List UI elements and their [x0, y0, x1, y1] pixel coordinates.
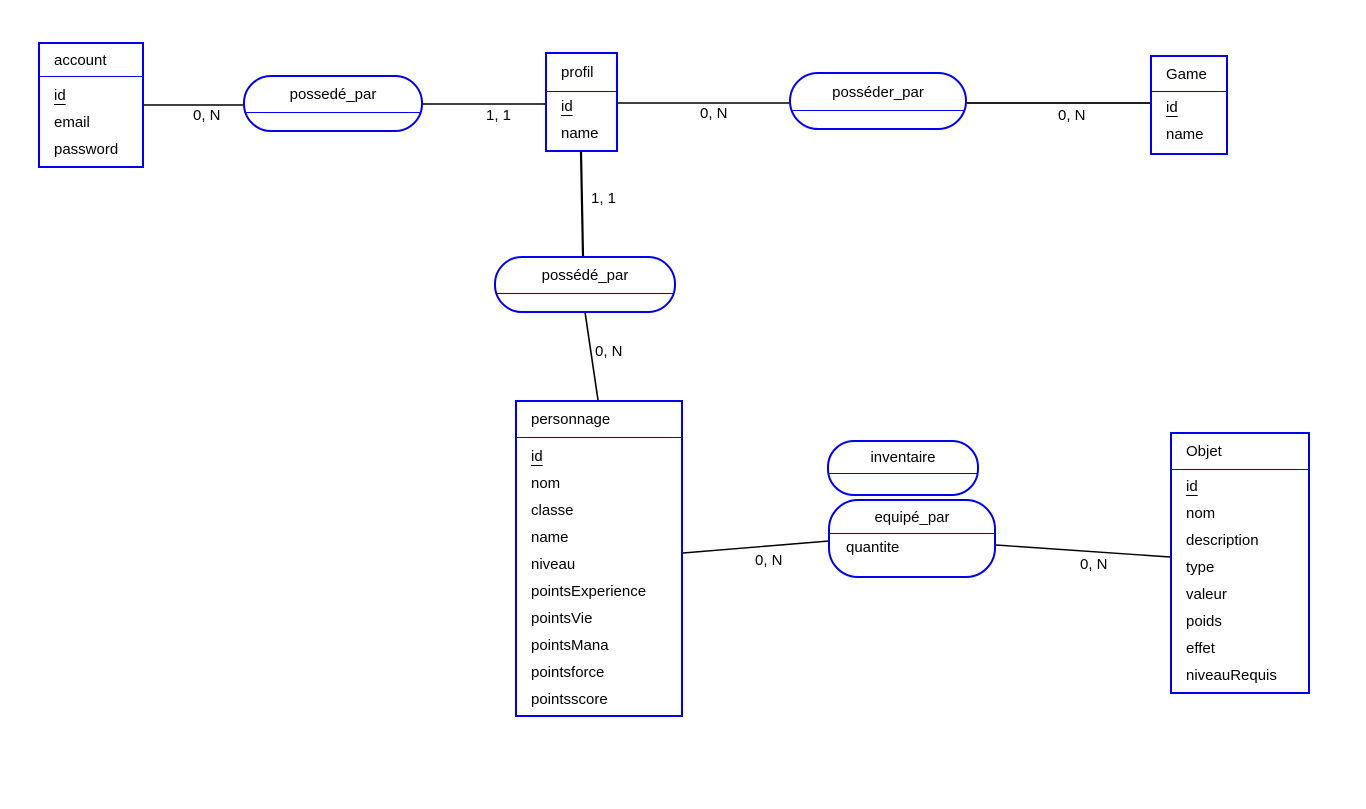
relation-possede-par-2: possédé_par: [494, 256, 676, 313]
relation-body-equipe-par: quantite: [830, 533, 994, 576]
connector-possede-par-2-personnage: [584, 311, 599, 401]
entity-title-personnage: personnage: [517, 402, 681, 438]
attribute-personnage-classe: classe: [531, 502, 574, 519]
relation-body-inventaire: [829, 473, 977, 494]
relation-attribute-quantite: quantite: [846, 539, 900, 556]
attribute-personnage-pointsvie: pointsVie: [531, 610, 593, 627]
relation-inventaire: inventaire: [827, 440, 979, 496]
attribute-profil-name: name: [561, 125, 599, 142]
attribute-personnage-id: id: [531, 448, 543, 465]
attribute-objet-effet: effet: [1186, 640, 1215, 657]
entity-title-profil: profil: [547, 54, 616, 92]
cardinality-profil-posseder-par: 0, N: [700, 105, 728, 122]
entity-title-game: Game: [1152, 57, 1226, 92]
entity-attributes-account: id email password: [40, 77, 142, 163]
attribute-objet-type: type: [1186, 559, 1215, 576]
entity-attributes-game: id name: [1152, 92, 1226, 148]
relation-title-possede-par-1: possedé_par: [289, 86, 377, 103]
connector-personnage-equipe-par: [682, 540, 830, 554]
cardinality-profil-possede-par-2: 1, 1: [591, 190, 617, 207]
attribute-objet-niveaurequis: niveauRequis: [1186, 667, 1277, 684]
attribute-personnage-pointsscore: pointsscore: [531, 691, 608, 708]
relation-posseder-par: posséder_par: [789, 72, 967, 130]
attribute-personnage-pointsexperience: pointsExperience: [531, 583, 647, 600]
cardinality-account-possede-par: 0, N: [193, 107, 221, 124]
attribute-personnage-nom: nom: [531, 475, 561, 492]
cardinality-equipe-par-objet: 0, N: [1080, 556, 1108, 573]
attribute-account-email: email: [54, 114, 90, 131]
relation-title-equipe-par: equipé_par: [874, 508, 950, 526]
relation-possede-par-1: possedé_par: [243, 75, 423, 132]
entity-title-objet: Objet: [1172, 434, 1308, 470]
attribute-account-password: password: [54, 141, 119, 158]
entity-personnage: personnage id nom classe name niveau poi…: [515, 400, 683, 717]
attribute-objet-valeur: valeur: [1186, 586, 1227, 603]
entity-attributes-objet: id nom description type valeur poids eff…: [1172, 470, 1308, 689]
attribute-objet-id: id: [1186, 478, 1198, 495]
attribute-game-name: name: [1166, 126, 1204, 143]
attribute-objet-nom: nom: [1186, 505, 1216, 522]
entity-attributes-personnage: id nom classe name niveau pointsExperien…: [517, 438, 681, 713]
attribute-profil-id: id: [561, 98, 573, 115]
relation-equipe-par: equipé_par quantite: [828, 499, 996, 578]
connector-equipe-par-objet: [995, 544, 1171, 558]
attribute-objet-poids: poids: [1186, 613, 1222, 630]
cardinality-possede-par-profil: 1, 1: [486, 107, 512, 124]
relation-title-posseder-par: posséder_par: [832, 83, 924, 101]
relation-body-possede-par-2: [496, 293, 674, 311]
entity-profil: profil id name: [545, 52, 618, 152]
cardinality-posseder-par-game: 0, N: [1058, 107, 1086, 124]
relation-body-posseder-par: [791, 110, 965, 128]
relation-title-inventaire: inventaire: [870, 449, 936, 466]
cardinality-personnage-equipe-par: 0, N: [755, 552, 783, 569]
attribute-personnage-pointsmana: pointsMana: [531, 637, 609, 654]
connector-profil-possede-par-2: [579, 151, 585, 257]
attribute-game-id: id: [1166, 99, 1178, 116]
cardinality-possede-par-2-personnage: 0, N: [595, 343, 623, 360]
entity-attributes-profil: id name: [547, 92, 616, 147]
entity-objet: Objet id nom description type valeur poi…: [1170, 432, 1310, 694]
attribute-personnage-niveau: niveau: [531, 556, 576, 573]
attribute-personnage-name: name: [531, 529, 569, 546]
attribute-personnage-pointsforce: pointsforce: [531, 664, 605, 681]
entity-account: account id email password: [38, 42, 144, 168]
relation-body-possede-par-1: [245, 112, 421, 130]
attribute-objet-description: description: [1186, 532, 1259, 549]
relation-title-possede-par-2: possédé_par: [541, 267, 629, 284]
attribute-account-id: id: [54, 87, 66, 104]
entity-title-account: account: [40, 44, 142, 77]
entity-game: Game id name: [1150, 55, 1228, 155]
